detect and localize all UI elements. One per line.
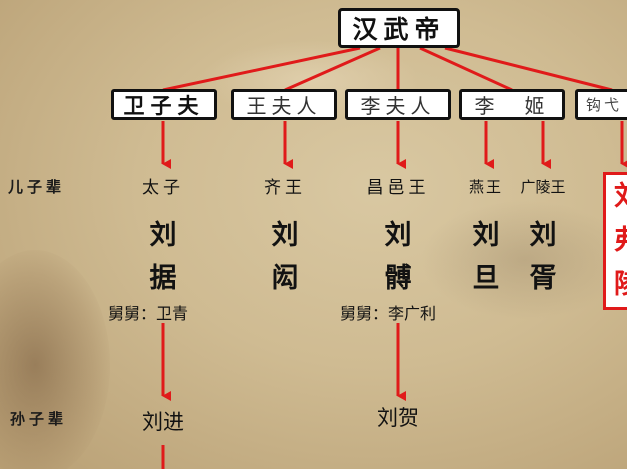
son-surname-4: 刘 [472,220,500,251]
consort-node-5: 钩弋 [575,89,627,120]
grandson-1: 刘进 [142,410,184,434]
generation-label-grandsons: 孙子辈 [10,410,68,428]
edge-emperor-consort-2 [284,46,381,92]
uncle-label-1: 舅舅：卫青 [108,304,189,323]
partial-son-char-3: 陵 [614,271,627,298]
son-title-3: 昌邑王 [366,178,430,198]
grandson-2: 刘贺 [377,406,419,430]
son-given-4: 旦 [472,263,500,294]
son-title-2: 齐王 [264,178,306,198]
son-surname-3: 刘 [384,220,412,251]
generation-label-sons: 儿子辈 [8,178,66,196]
son-given-1: 据 [149,263,177,294]
edge-emperor-consort-5 [444,46,613,92]
son-given-2: 闳 [271,263,299,294]
consort-node-1: 卫子夫 [111,89,217,120]
consort-node-2: 王夫人 [231,89,337,120]
edge-emperor-consort-1 [162,46,361,92]
consort-node-3: 李夫人 [345,89,451,120]
son-surname-2: 刘 [271,220,299,251]
partial-son-char-1: 刘 [614,183,627,210]
son-title-1: 太子 [142,178,184,198]
son-given-3: 髆 [384,263,412,294]
highlighted-son-box: 刘 弗 陵 [603,172,627,310]
partial-son-char-2: 弗 [614,227,627,254]
edge-emperor-consort-4 [419,46,513,92]
background-texture [420,200,627,320]
son-surname-1: 刘 [149,220,177,251]
son-title-5: 广陵王 [520,178,566,196]
son-surname-5: 刘 [529,220,557,251]
consort-node-4: 李 姬 [459,89,565,120]
emperor-node: 汉武帝 [338,8,460,48]
son-given-5: 胥 [529,263,557,294]
son-title-4: 燕王 [468,178,504,196]
uncle-label-2: 舅舅：李广利 [340,304,437,323]
